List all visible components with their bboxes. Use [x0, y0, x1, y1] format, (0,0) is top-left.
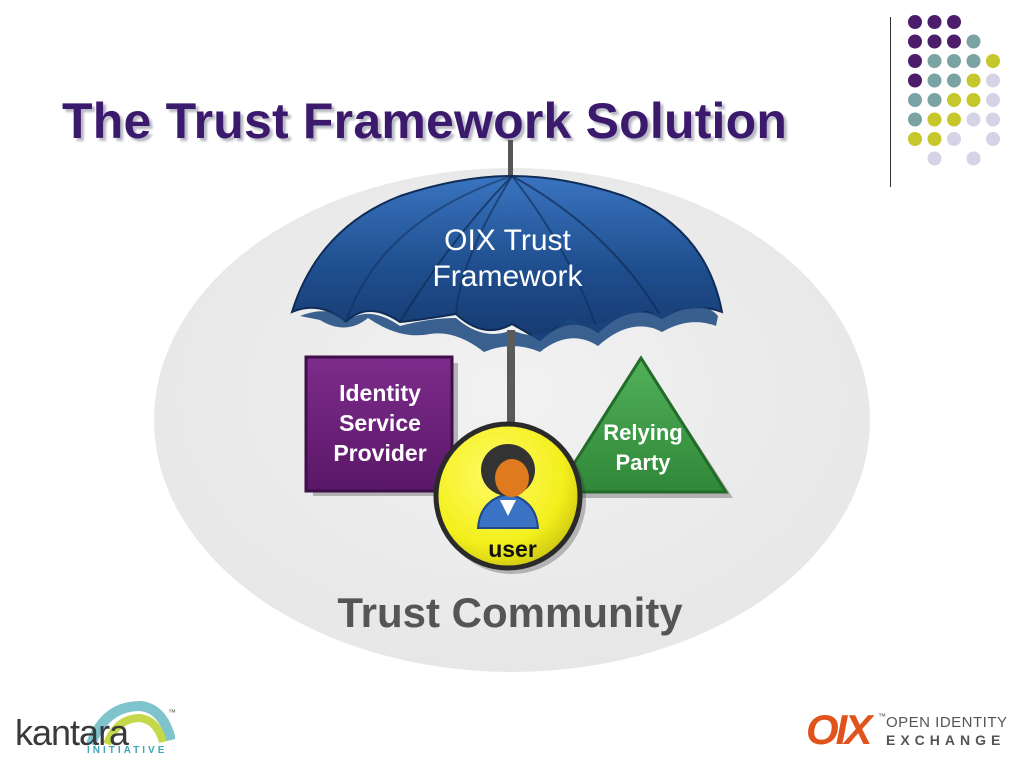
oix-trademark: ™ — [878, 712, 886, 721]
identity-provider-label: Identity Service Provider — [333, 380, 427, 466]
decorative-dot — [966, 93, 981, 107]
decorative-dot — [966, 73, 981, 88]
umbrella-tip — [508, 140, 513, 182]
user-person-icon — [476, 444, 540, 529]
decorative-dot — [947, 15, 961, 29]
oix-open-identity-text: OPEN IDENTITY — [886, 714, 1008, 731]
decorative-dot — [908, 93, 922, 107]
decorative-dot — [927, 132, 942, 146]
decorative-dot — [927, 93, 942, 107]
trust-diagram — [154, 140, 870, 672]
umbrella-icon — [290, 174, 724, 440]
oix-logo: OIX ™ OPEN IDENTITY EXCHANGE — [806, 706, 1011, 756]
umbrella-label: OIX Trust Framework — [432, 224, 583, 293]
decorative-dot — [966, 34, 981, 49]
relying-party-label: Relying Party — [603, 420, 683, 475]
decorative-dot — [927, 54, 942, 68]
decorative-dot — [908, 34, 922, 49]
decorative-dot — [947, 34, 961, 49]
decorative-dot — [947, 132, 961, 146]
decorative-dot — [986, 54, 1000, 68]
decorative-dot — [947, 73, 961, 88]
decorative-dot — [908, 73, 922, 88]
kantara-wordmark: kantara — [15, 712, 129, 753]
trust-community-label: Trust Community — [337, 589, 683, 636]
decorative-dot — [947, 54, 961, 68]
decorative-dot — [947, 93, 961, 107]
decorative-dot — [908, 132, 922, 146]
decorative-dot — [908, 54, 922, 68]
decorative-dot — [966, 54, 981, 68]
decorative-dot — [927, 112, 942, 127]
decorative-dot — [986, 93, 1000, 107]
decorative-dot — [986, 132, 1000, 146]
decorative-dot — [927, 34, 942, 49]
decorative-dot — [966, 151, 981, 166]
oix-mark: OIX — [806, 706, 872, 753]
user-badge — [433, 421, 586, 574]
umbrella-shaft — [507, 330, 515, 440]
decorative-dot — [966, 112, 981, 127]
decorative-dot — [927, 15, 942, 29]
decorative-dot — [908, 15, 922, 29]
decorative-dot — [986, 73, 1000, 88]
slide-title: The Trust Framework Solution — [62, 93, 788, 149]
kantara-trademark: ™ — [168, 708, 176, 717]
decorative-dot — [927, 73, 942, 88]
relying-party-triangle — [553, 355, 733, 498]
identity-service-provider-box — [304, 355, 458, 496]
kantara-initiative-text: INITIATIVE — [87, 745, 168, 756]
decorative-dot — [986, 112, 1000, 127]
decorative-dot-grid — [908, 15, 1000, 166]
decorative-dot — [947, 112, 961, 127]
user-label: user — [488, 536, 537, 562]
decorative-dot — [927, 151, 942, 166]
kantara-logo: kantara INITIATIVE ™ — [15, 700, 176, 760]
header-divider — [890, 17, 891, 187]
oix-exchange-text: EXCHANGE — [886, 732, 1006, 748]
decorative-dot — [908, 112, 922, 127]
kantara-arc-icon — [86, 700, 175, 746]
